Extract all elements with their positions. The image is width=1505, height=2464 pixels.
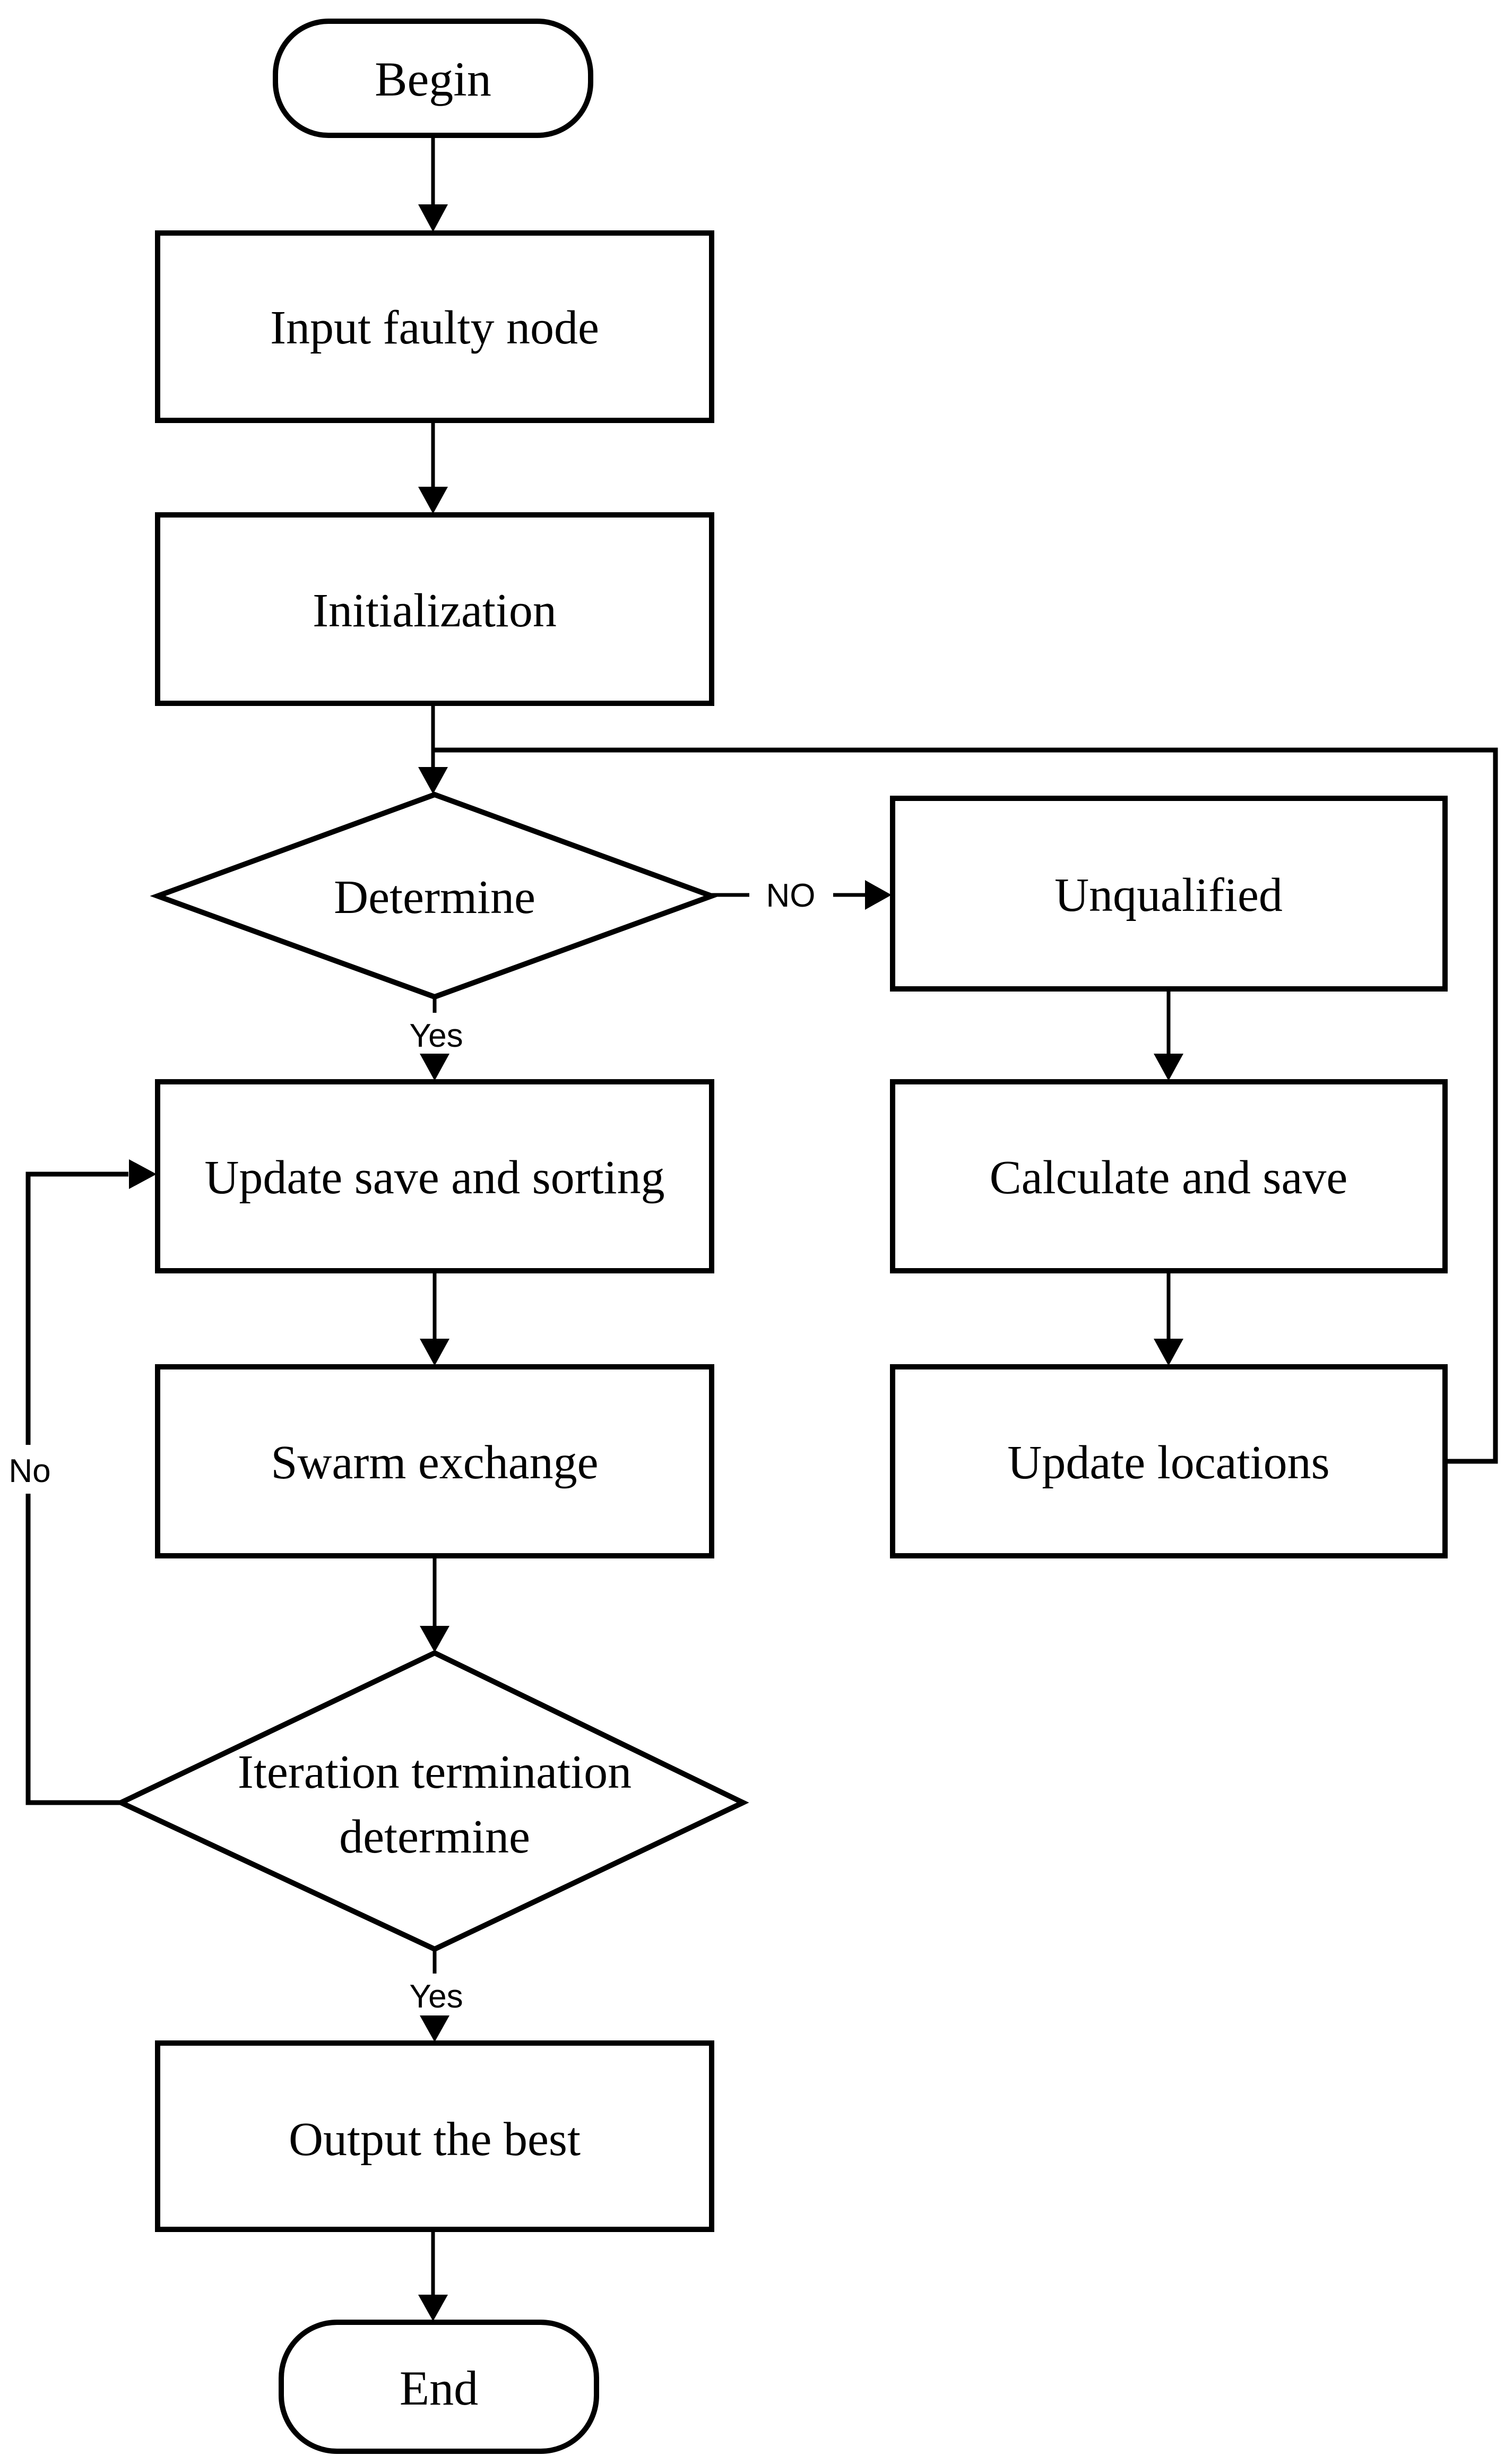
arrowhead-into-input — [418, 204, 448, 232]
node-determine-label: Determine — [334, 871, 535, 924]
edge-label-iteration-no: No — [8, 1453, 50, 1489]
label-bg-determine-no — [749, 872, 833, 918]
arrowhead-into-update-locations — [1154, 1339, 1183, 1366]
edge-update-locations-to-determine — [433, 747, 1498, 1464]
arrowhead-into-determine — [418, 767, 448, 794]
node-swarm-exchange-label: Swarm exchange — [271, 1436, 598, 1489]
arrowhead-into-update-save-top — [420, 1054, 449, 1081]
node-begin-label: Begin — [375, 52, 491, 106]
node-input-faulty-node-label: Input faulty node — [270, 301, 599, 354]
node-iteration-label-line2: determine — [339, 1811, 530, 1863]
node-update-save-and-sorting-label: Update save and sorting — [204, 1151, 664, 1204]
node-initialization-label: Initialization — [313, 584, 557, 637]
edge-label-iteration-yes: Yes — [409, 1978, 463, 2015]
node-unqualified-label: Unqualified — [1054, 869, 1283, 921]
arrowhead-into-unqualified — [865, 880, 892, 910]
node-update-locations-label: Update locations — [1007, 1436, 1329, 1489]
arrowhead-into-output — [420, 2015, 449, 2042]
arrowhead-into-initialization — [418, 487, 448, 514]
label-bg-determine-yes — [402, 1013, 470, 1055]
node-end-label: End — [400, 2361, 478, 2415]
node-initialization — [155, 512, 714, 706]
node-update-locations — [890, 1364, 1448, 1558]
edge-label-determine-yes: Yes — [409, 1018, 463, 1054]
node-end — [279, 2320, 599, 2454]
node-output-the-best-label: Output the best — [289, 2113, 581, 2166]
node-output-the-best — [155, 2040, 714, 2232]
node-iteration-label-line1: Iteration termination — [238, 1746, 632, 1798]
node-swarm-exchange — [155, 1364, 714, 1558]
node-calculate-and-save — [890, 1079, 1448, 1273]
arrowhead-into-end — [418, 2295, 448, 2321]
edge-label-determine-no: NO — [766, 877, 816, 914]
arrowhead-into-swarm — [420, 1339, 449, 1366]
node-calculate-and-save-label: Calculate and save — [990, 1151, 1348, 1204]
arrowhead-into-calculate — [1154, 1054, 1183, 1081]
label-bg-iteration-yes — [402, 1974, 470, 2016]
node-iteration-termination-determine — [115, 1650, 749, 1952]
arrowhead-into-update-save — [129, 1159, 157, 1189]
node-unqualified — [890, 796, 1448, 992]
label-bg-iteration-no — [2, 1445, 59, 1494]
arrowhead-into-iteration — [420, 1626, 449, 1652]
